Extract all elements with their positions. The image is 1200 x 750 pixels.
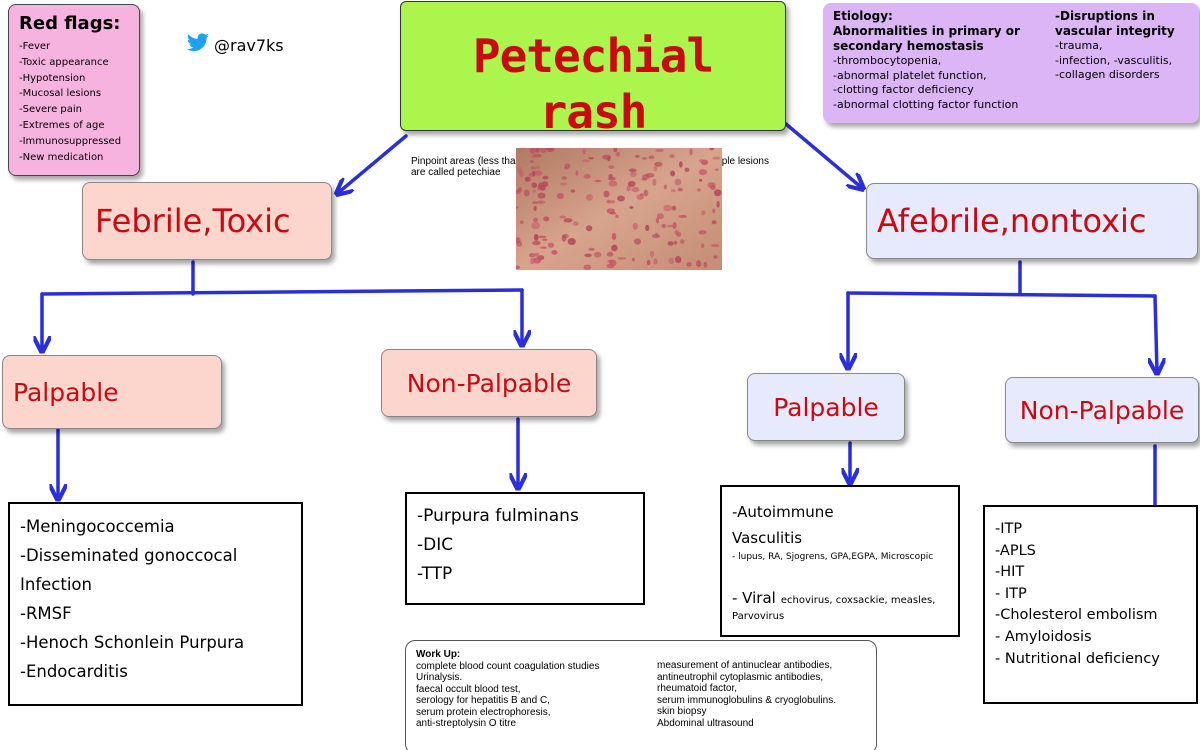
workup-box: Work Up: complete blood count coagulatio… (405, 640, 877, 750)
etiology-item: -collagen disorders (1055, 68, 1160, 81)
twitter-handle-text: @rav7ks (214, 35, 284, 55)
title-box: Petechial rash Pinpoint areas (less than… (400, 1, 786, 178)
list-item: -Autoimmune (732, 503, 834, 521)
list-item: -ITP (995, 521, 1023, 537)
afebrile-nonpalpable-label: Non-Palpable (1019, 395, 1185, 425)
workup-item: serum immunoglobulins & cryoglobulins. (657, 694, 836, 706)
page-title: Petechial rash (472, 29, 714, 139)
etiology-col-vascular: -Disruptions in vascular integrity -trau… (1055, 9, 1189, 117)
list-item: - Nutritional deficiency (995, 650, 1160, 667)
afebrile-palpable-box: Palpable (747, 373, 905, 441)
febrile-palpable-label: Palpable (13, 377, 119, 407)
red-flag-item: -Mucosal lesions (19, 88, 102, 100)
workup-col-2: measurement of antinuclear antibodies,an… (657, 660, 872, 729)
workup-item: rheumatoid factor, (657, 683, 738, 694)
workup-item: antineutrophil cytoplasmic antibodies, (657, 671, 824, 683)
afebrile-nontoxic-box: Afebrile,nontoxic (866, 183, 1198, 259)
red-flag-item: -Toxic appearance (19, 56, 109, 68)
arrow-title-to-febrile (338, 134, 408, 193)
etiology-item: -abnormal clotting factor function (833, 97, 1019, 111)
workup-item: serology for hepatitis B and C, (416, 695, 550, 706)
febrile-palpable-list: -Meningococcemia -Disseminated gonoccocal… (8, 502, 303, 706)
red-flags-heading: Red flags: (19, 13, 121, 34)
list-item: -Cholesterol embolism (995, 607, 1158, 624)
workup-item: Urinalysis. (416, 672, 463, 683)
list-item: - ITP (995, 585, 1027, 602)
red-flags-list: -Fever -Toxic appearance -Hypotension -Muco… (19, 39, 129, 165)
list-item: Vasculitis (732, 529, 803, 547)
petechial-rash-photo (513, 144, 722, 270)
afebrile-nonpalpable-list: -ITP -APLS -HIT - ITP -Cholesterol embolism -… (983, 505, 1198, 704)
febrile-nonpalpable-label: Non-Palpable (406, 368, 572, 398)
list-subitem: - lupus, RA, Sjogrens, GPA,EGPA, Microsc… (732, 552, 934, 562)
etiology-vascular-heading: -Disruptions in vascular integrity (1055, 9, 1175, 38)
red-flag-item: -Immunosuppressed (19, 135, 122, 147)
list-item: -Henoch Schonlein Purpura (20, 633, 245, 652)
list-item: -HIT (995, 564, 1025, 581)
febrile-palpable-box: Palpable (2, 355, 222, 429)
etiology-subheading: Abnormalities in primary or secondary he… (833, 24, 1020, 53)
list-item: - Amyloidosis (995, 628, 1092, 645)
etiology-box: Etiology: Abnormalities in primary or se… (823, 3, 1199, 123)
arrow-to-nonpalpable-right (1155, 294, 1157, 372)
workup-item: measurement of antinuclear antibodies, (657, 660, 833, 671)
list-subitem: echovirus, coxsackie, measles, (780, 595, 936, 606)
list-item: -TTP (417, 564, 453, 584)
etiology-item: -abnormal platelet function, (833, 68, 987, 82)
workup-item: anti-streptolysin O titre (416, 718, 517, 729)
afebrile-nontoxic-label: Afebrile,nontoxic (877, 202, 1147, 240)
list-item: Infection (20, 575, 92, 594)
workup-heading: Work Up: (416, 649, 461, 660)
etiology-item: -clotting factor deficiency (833, 83, 974, 96)
list-item: -Endocarditis (20, 662, 128, 681)
red-flag-item: -New medication (19, 151, 104, 163)
etiology-item: -trauma, (1055, 39, 1103, 52)
list-subitem: Parvovirus (732, 611, 785, 622)
red-flag-item: -Extremes of age (19, 119, 105, 131)
red-flag-item: -Severe pain (19, 104, 82, 116)
list-item: -RMSF (20, 604, 72, 623)
list-item: -DIC (417, 535, 454, 555)
twitter-bird-icon (186, 33, 210, 57)
red-flags-box: Red flags: -Fever -Toxic appearance -Hypot… (8, 4, 140, 176)
afebrile-palpable-list: -Autoimmune Vasculitis - lupus, RA, Sjog… (720, 485, 960, 637)
workup-item: Abdominal ultrasound (657, 717, 754, 729)
febrile-nonpalpable-box: Non-Palpable (381, 349, 597, 417)
febrile-toxic-label: Febrile,Toxic (95, 202, 291, 240)
etiology-col-hemostasis: Etiology: Abnormalities in primary or se… (833, 9, 1055, 117)
febrile-nonpalpable-list: -Purpura fulminans -DIC -TTP (405, 492, 645, 605)
list-item: -Disseminated gonoccocal (20, 546, 238, 565)
etiology-heading: Etiology: (833, 9, 893, 23)
arrow-title-to-afebrile (784, 122, 862, 188)
list-item: -Purpura fulminans (417, 506, 579, 526)
red-flag-item: -Hypotension (19, 72, 86, 84)
red-flag-item: -Fever (19, 41, 51, 52)
workup-item: serum protein electrophoresis, (416, 706, 551, 718)
febrile-toxic-box: Febrile,Toxic (82, 182, 332, 260)
workup-item: skin biopsy (657, 706, 707, 717)
workup-item: complete blood count coagulation studies (416, 660, 600, 672)
etiology-item: -thrombocytopenia, (833, 54, 942, 67)
workup-col-1: Work Up: complete blood count coagulatio… (416, 649, 656, 730)
twitter-handle: @rav7ks (186, 30, 284, 60)
afebrile-nonpalpable-box: Non-Palpable (1005, 377, 1199, 443)
list-item: -APLS (995, 542, 1036, 559)
afebrile-palpable-label: Palpable (773, 392, 879, 422)
list-item: - Viral (732, 589, 776, 607)
workup-item: faecal occult blood test, (416, 683, 521, 695)
list-item: -Meningococcemia (20, 517, 175, 536)
etiology-item: -infection, -vasculitis, (1055, 53, 1173, 67)
